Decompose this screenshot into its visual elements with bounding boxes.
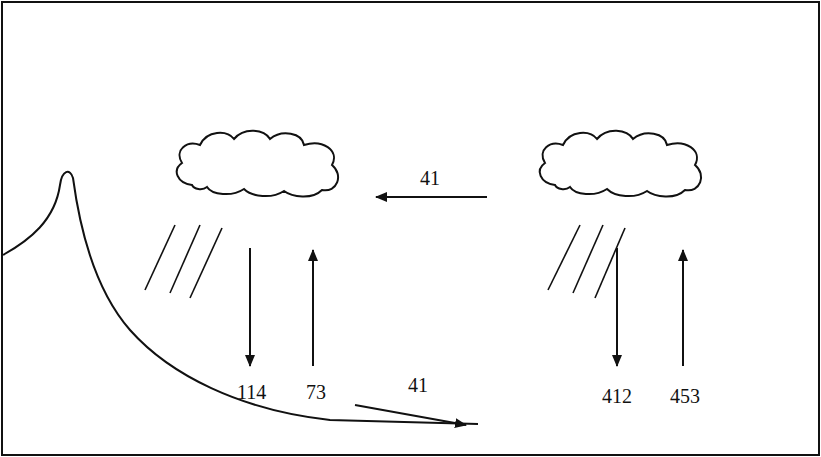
ocean-cloud (540, 131, 701, 197)
flow-arrows (250, 197, 683, 425)
flux-number: 41 (408, 375, 428, 395)
land-outline (3, 172, 478, 424)
flux-number: 41 (420, 168, 440, 188)
flux-number: 412 (602, 386, 632, 406)
flux-number: 453 (670, 386, 700, 406)
flux-number: 73 (306, 382, 326, 402)
rain-lines (145, 225, 625, 298)
land-cloud (177, 131, 338, 197)
flux-number: 114 (237, 382, 266, 402)
